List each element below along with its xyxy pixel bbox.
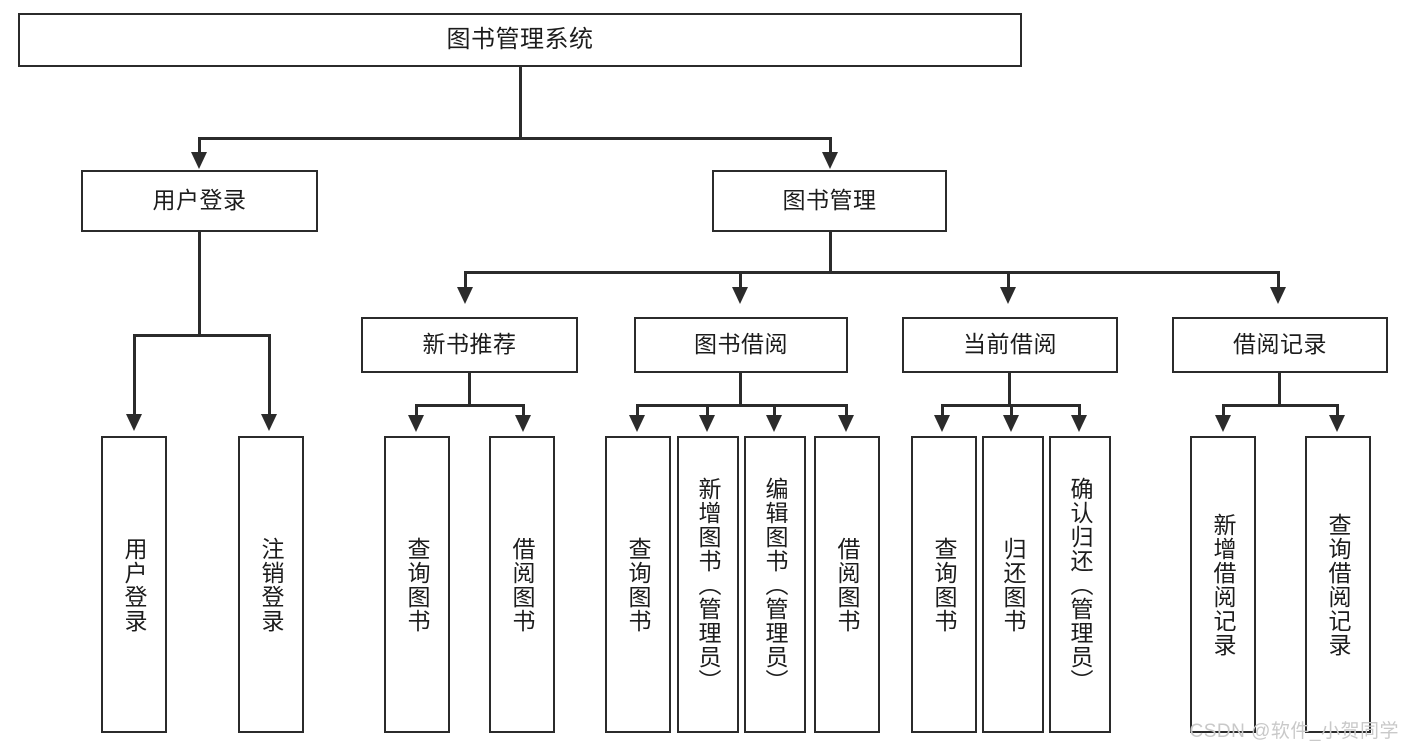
node-label: 当前借阅 (963, 331, 1057, 358)
edge-borrow-record-child-1 (1222, 404, 1225, 418)
edge-new-book-bus (415, 404, 525, 407)
arrowhead-leaf-query-book-2 (629, 415, 645, 432)
leaf-add-book-admin[interactable]: 新增图书（管理员） (677, 436, 739, 733)
arrowhead-new-book (457, 287, 473, 304)
arrowhead-leaf-confirm-return (1071, 415, 1087, 432)
arrowhead-leaf-add-record (1215, 415, 1231, 432)
node-label: 新增借阅记录 (1210, 512, 1237, 657)
edge-to-new-book (464, 271, 467, 289)
edge-book-borrow-child-2 (706, 404, 709, 418)
edge-borrow-record-stem (1278, 373, 1281, 406)
node-label: 确认归还（管理员） (1067, 476, 1094, 693)
node-label: 图书借阅 (694, 331, 788, 358)
edge-new-book-child-1 (415, 404, 418, 418)
edge-user-login-child-2 (268, 334, 271, 417)
node-label: 用户登录 (121, 536, 148, 633)
edge-new-book-stem (468, 373, 471, 406)
node-borrow-record[interactable]: 借阅记录 (1172, 317, 1388, 373)
node-label: 用户登录 (152, 187, 247, 214)
edge-current-borrow-child-1 (941, 404, 944, 418)
leaf-query-borrow-record[interactable]: 查询借阅记录 (1305, 436, 1371, 733)
node-label: 编辑图书（管理员） (762, 476, 789, 693)
node-label: 图书管理系统 (446, 25, 594, 53)
node-label: 借阅图书 (509, 536, 536, 633)
node-label: 归还图书 (1000, 536, 1027, 633)
edge-root-stem (519, 67, 522, 139)
arrowhead-book-borrow (732, 287, 748, 304)
edge-to-book-manage (829, 137, 832, 155)
edge-level3-bus (464, 271, 1280, 274)
edge-to-book-borrow (739, 271, 742, 289)
leaf-add-borrow-record[interactable]: 新增借阅记录 (1190, 436, 1256, 733)
arrowhead-leaf-return-book (1003, 415, 1019, 432)
leaf-query-book-borrow[interactable]: 查询图书 (605, 436, 671, 733)
leaf-user-login[interactable]: 用户登录 (101, 436, 167, 733)
arrowhead-leaf-query-book-3 (934, 415, 950, 432)
arrowhead-borrow-record (1270, 287, 1286, 304)
node-label: 借阅记录 (1233, 331, 1327, 358)
leaf-query-book-current[interactable]: 查询图书 (911, 436, 977, 733)
arrowhead-leaf-edit-book (766, 415, 782, 432)
leaf-edit-book-admin[interactable]: 编辑图书（管理员） (744, 436, 806, 733)
edge-borrow-record-child-2 (1336, 404, 1339, 418)
edge-current-borrow-child-3 (1078, 404, 1081, 418)
arrowhead-leaf-borrow-book-2 (838, 415, 854, 432)
edge-user-login-stem (198, 232, 201, 337)
edge-current-borrow-child-2 (1010, 404, 1013, 418)
arrowhead-leaf-user-login (126, 414, 142, 431)
node-label: 图书管理 (782, 187, 877, 214)
node-label: 查询图书 (404, 536, 431, 633)
edge-to-borrow-record (1277, 271, 1280, 289)
node-label: 查询借阅记录 (1325, 512, 1352, 657)
arrowhead-book-manage (822, 152, 838, 169)
node-label: 新书推荐 (422, 331, 517, 358)
node-book-manage[interactable]: 图书管理 (712, 170, 947, 232)
leaf-logout[interactable]: 注销登录 (238, 436, 304, 733)
node-label: 查询图书 (625, 536, 652, 633)
node-new-book-recommend[interactable]: 新书推荐 (361, 317, 578, 373)
node-current-borrow[interactable]: 当前借阅 (902, 317, 1118, 373)
edge-user-login-child-1 (133, 334, 136, 417)
leaf-borrow-book-2[interactable]: 借阅图书 (814, 436, 880, 733)
arrowhead-current-borrow (1000, 287, 1016, 304)
arrowhead-leaf-add-book (699, 415, 715, 432)
edge-to-current-borrow (1007, 271, 1010, 289)
node-label: 注销登录 (258, 536, 285, 633)
node-user-login[interactable]: 用户登录 (81, 170, 318, 232)
edge-book-borrow-child-1 (636, 404, 639, 418)
leaf-return-book[interactable]: 归还图书 (982, 436, 1044, 733)
edge-book-borrow-child-4 (845, 404, 848, 418)
node-root-system[interactable]: 图书管理系统 (18, 13, 1022, 67)
arrowhead-leaf-borrow-book-1 (515, 415, 531, 432)
edge-to-user-login (198, 137, 201, 155)
edge-book-borrow-child-3 (773, 404, 776, 418)
leaf-confirm-return-admin[interactable]: 确认归还（管理员） (1049, 436, 1111, 733)
leaf-borrow-book-new[interactable]: 借阅图书 (489, 436, 555, 733)
node-book-borrow[interactable]: 图书借阅 (634, 317, 848, 373)
arrowhead-leaf-query-record (1329, 415, 1345, 432)
arrowhead-leaf-logout (261, 414, 277, 431)
leaf-query-book-new[interactable]: 查询图书 (384, 436, 450, 733)
edge-book-manage-stem (829, 232, 832, 274)
edge-new-book-child-2 (522, 404, 525, 418)
node-label: 查询图书 (931, 536, 958, 633)
csdn-watermark: CSDN @软件_小贺同学 (1189, 721, 1399, 742)
node-label: 借阅图书 (834, 536, 861, 633)
arrowhead-user-login (191, 152, 207, 169)
arrowhead-leaf-query-book-1 (408, 415, 424, 432)
edge-level2-bus (198, 137, 832, 140)
edge-user-login-bus (133, 334, 271, 337)
node-label: 新增图书（管理员） (695, 476, 722, 693)
edge-book-borrow-bus (636, 404, 848, 407)
edge-borrow-record-bus (1222, 404, 1339, 407)
edge-book-borrow-stem (739, 373, 742, 406)
edge-current-borrow-stem (1008, 373, 1011, 406)
